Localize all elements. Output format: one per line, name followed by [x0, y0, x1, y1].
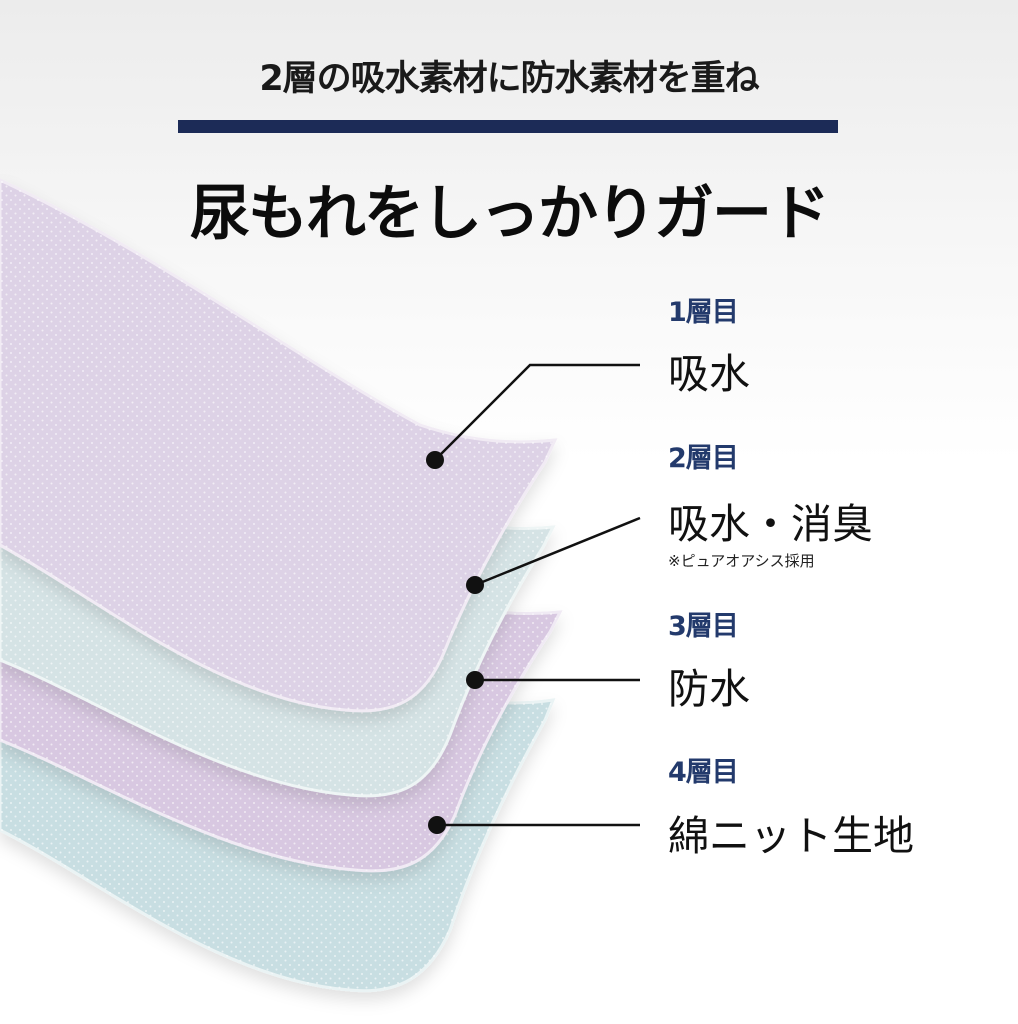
layer-4-level: 4層目	[668, 757, 739, 788]
layer-3-level: 3層目	[668, 611, 739, 642]
layer-3-name: 防水	[668, 665, 750, 713]
accent-divider	[178, 120, 838, 133]
marker-dot-3	[466, 671, 484, 689]
layer-2-level: 2層目	[668, 443, 739, 474]
marker-dot-2	[466, 576, 484, 594]
subtitle: 2層の吸水素材に防水素材を重ね	[259, 59, 759, 99]
headline: 尿もれをしっかりガード	[190, 179, 830, 249]
leader-line-2	[474, 516, 641, 587]
layer-2-note: ※ピュアオアシス採用	[668, 552, 815, 570]
layer-2-name: 吸水・消臭	[668, 500, 873, 548]
layer-1-sheet	[0, 178, 558, 713]
marker-dot-4	[428, 816, 446, 834]
layer-1-level: 1層目	[668, 297, 739, 328]
marker-dot-1	[426, 451, 444, 469]
layer-4-name: 綿ニット生地	[668, 812, 914, 860]
leader-line-1	[434, 363, 640, 461]
layer-1-name: 吸水	[668, 350, 750, 398]
